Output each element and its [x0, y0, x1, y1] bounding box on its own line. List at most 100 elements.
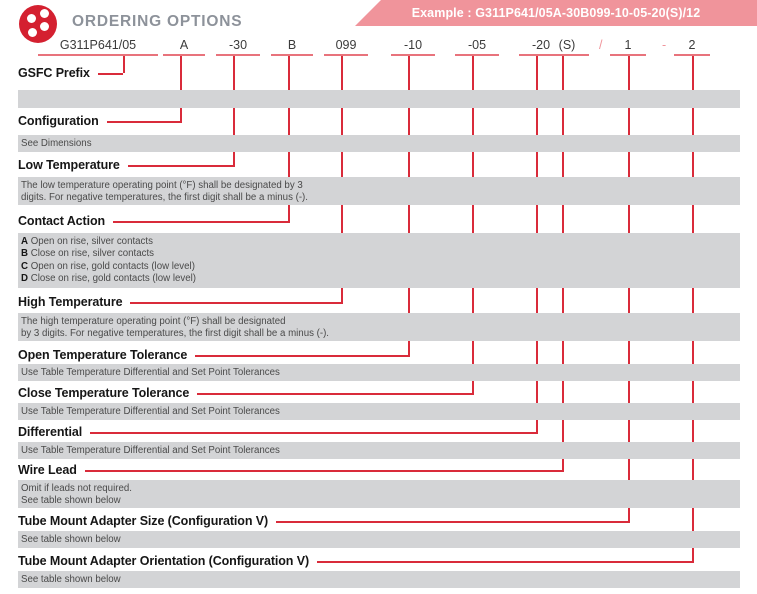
leader-line-horizontal	[90, 432, 538, 434]
leader-line-vertical	[628, 56, 630, 521]
leader-line-horizontal	[276, 521, 630, 523]
leader-line-horizontal	[113, 221, 290, 223]
code-segment-0: G311P641/05	[38, 38, 158, 56]
code-segment-10: 2	[674, 38, 710, 56]
company-dots-logo-icon	[19, 5, 57, 43]
option-row: A Open on rise, silver contacts	[21, 236, 196, 248]
code-segment-8: (S)	[545, 38, 589, 56]
code-segment-label: G311P641/05	[59, 38, 137, 52]
code-segment-underline	[519, 54, 563, 56]
option-code: D	[21, 273, 28, 285]
code-segment-2: -30	[216, 38, 260, 56]
leader-line-horizontal	[85, 470, 564, 472]
description-row-background	[18, 177, 740, 205]
code-segment-underline	[391, 54, 435, 56]
section-description: Use Table Temperature Differential and S…	[21, 367, 280, 378]
leader-line-vertical	[472, 56, 474, 393]
code-segment-underline	[38, 54, 158, 56]
description-row-background	[18, 442, 740, 459]
section-heading: Tube Mount Adapter Size (Configuration V…	[18, 514, 269, 528]
section-heading: Differential	[18, 425, 83, 439]
code-segment-7: -20	[519, 38, 563, 56]
leader-line-vertical	[692, 56, 694, 561]
description-row-background	[18, 135, 740, 152]
page-title: ORDERING OPTIONS	[72, 13, 243, 30]
option-text: Close on rise, silver contacts	[28, 248, 154, 260]
code-separator-0: /	[599, 38, 603, 52]
leader-line-vertical	[123, 56, 125, 73]
section-heading: Wire Lead	[18, 463, 77, 477]
code-segment-label: -05	[467, 38, 487, 52]
description-row-background	[18, 531, 740, 548]
section-description: Use Table Temperature Differential and S…	[21, 406, 280, 417]
code-segment-label: A	[179, 38, 189, 52]
section-description: See table shown below	[21, 534, 121, 545]
code-segment-underline	[324, 54, 368, 56]
code-segment-label: 2	[688, 38, 696, 52]
option-text: Close on rise, gold contacts (low level)	[28, 273, 196, 285]
code-segment-underline	[455, 54, 499, 56]
code-segment-underline	[163, 54, 205, 56]
section-heading: Open Temperature Tolerance	[18, 348, 188, 362]
leader-line-horizontal	[128, 165, 235, 167]
option-text: Open on rise, silver contacts	[28, 236, 153, 247]
leader-line-vertical	[180, 56, 182, 121]
description-row-background	[18, 571, 740, 588]
section-heading: Configuration	[18, 114, 99, 128]
code-segment-underline	[545, 54, 589, 56]
option-row: D Close on rise, gold contacts (low leve…	[21, 273, 196, 285]
code-segment-underline	[271, 54, 313, 56]
section-description: See table shown below	[21, 574, 121, 585]
description-row-background	[18, 480, 740, 508]
description-row-background	[18, 364, 740, 381]
section-heading: Close Temperature Tolerance	[18, 386, 190, 400]
option-code: B	[21, 248, 28, 260]
code-segment-5: -10	[391, 38, 435, 56]
section-heading: Tube Mount Adapter Orientation (Configur…	[18, 554, 310, 568]
section-heading: Contact Action	[18, 214, 106, 228]
code-segment-1: A	[163, 38, 205, 56]
code-segment-label: 1	[624, 38, 632, 52]
code-segment-label: -20	[531, 38, 551, 52]
code-segment-label: -10	[403, 38, 423, 52]
code-segment-label: -30	[228, 38, 248, 52]
code-segment-label: B	[287, 38, 297, 52]
code-segment-label: 099	[335, 38, 357, 52]
leader-line-horizontal	[130, 302, 343, 304]
code-segment-underline	[610, 54, 646, 56]
option-row: B Close on rise, silver contacts	[21, 248, 196, 260]
option-text: Open on rise, gold contacts (low level)	[28, 260, 195, 272]
section-heading: Low Temperature	[18, 158, 120, 172]
code-segment-4: 099	[324, 38, 368, 56]
section-description: See Dimensions	[21, 138, 92, 149]
code-segment-3: B	[271, 38, 313, 56]
example-part-number-banner: Example : G311P641/05A-30B099-10-05-20(S…	[355, 0, 757, 26]
section-description: Use Table Temperature Differential and S…	[21, 445, 280, 456]
option-code: C	[21, 260, 28, 272]
section-heading: GSFC Prefix	[18, 66, 90, 80]
option-row: C Open on rise, gold contacts (low level…	[21, 261, 196, 273]
leader-line-vertical	[408, 56, 410, 355]
section-description: Omit if leads not required. See table sh…	[21, 483, 132, 507]
code-segment-label: (S)	[558, 38, 576, 52]
leader-line-vertical	[233, 56, 235, 165]
section-heading: High Temperature	[18, 295, 123, 309]
description-row-background	[18, 233, 740, 288]
code-separator-1: -	[662, 38, 667, 52]
leader-line-horizontal	[107, 121, 182, 123]
description-row-background	[18, 313, 740, 341]
section-description: The high temperature operating point (°F…	[21, 316, 329, 340]
leader-line-horizontal	[98, 73, 123, 75]
description-row-background	[18, 90, 740, 108]
code-segment-underline	[674, 54, 710, 56]
description-row-background	[18, 403, 740, 420]
option-code: A	[21, 236, 28, 247]
leader-line-horizontal	[197, 393, 474, 395]
section-description: The low temperature operating point (°F)…	[21, 180, 308, 204]
code-segment-9: 1	[610, 38, 646, 56]
code-segment-underline	[216, 54, 260, 56]
leader-line-horizontal	[317, 561, 694, 563]
code-segment-6: -05	[455, 38, 499, 56]
